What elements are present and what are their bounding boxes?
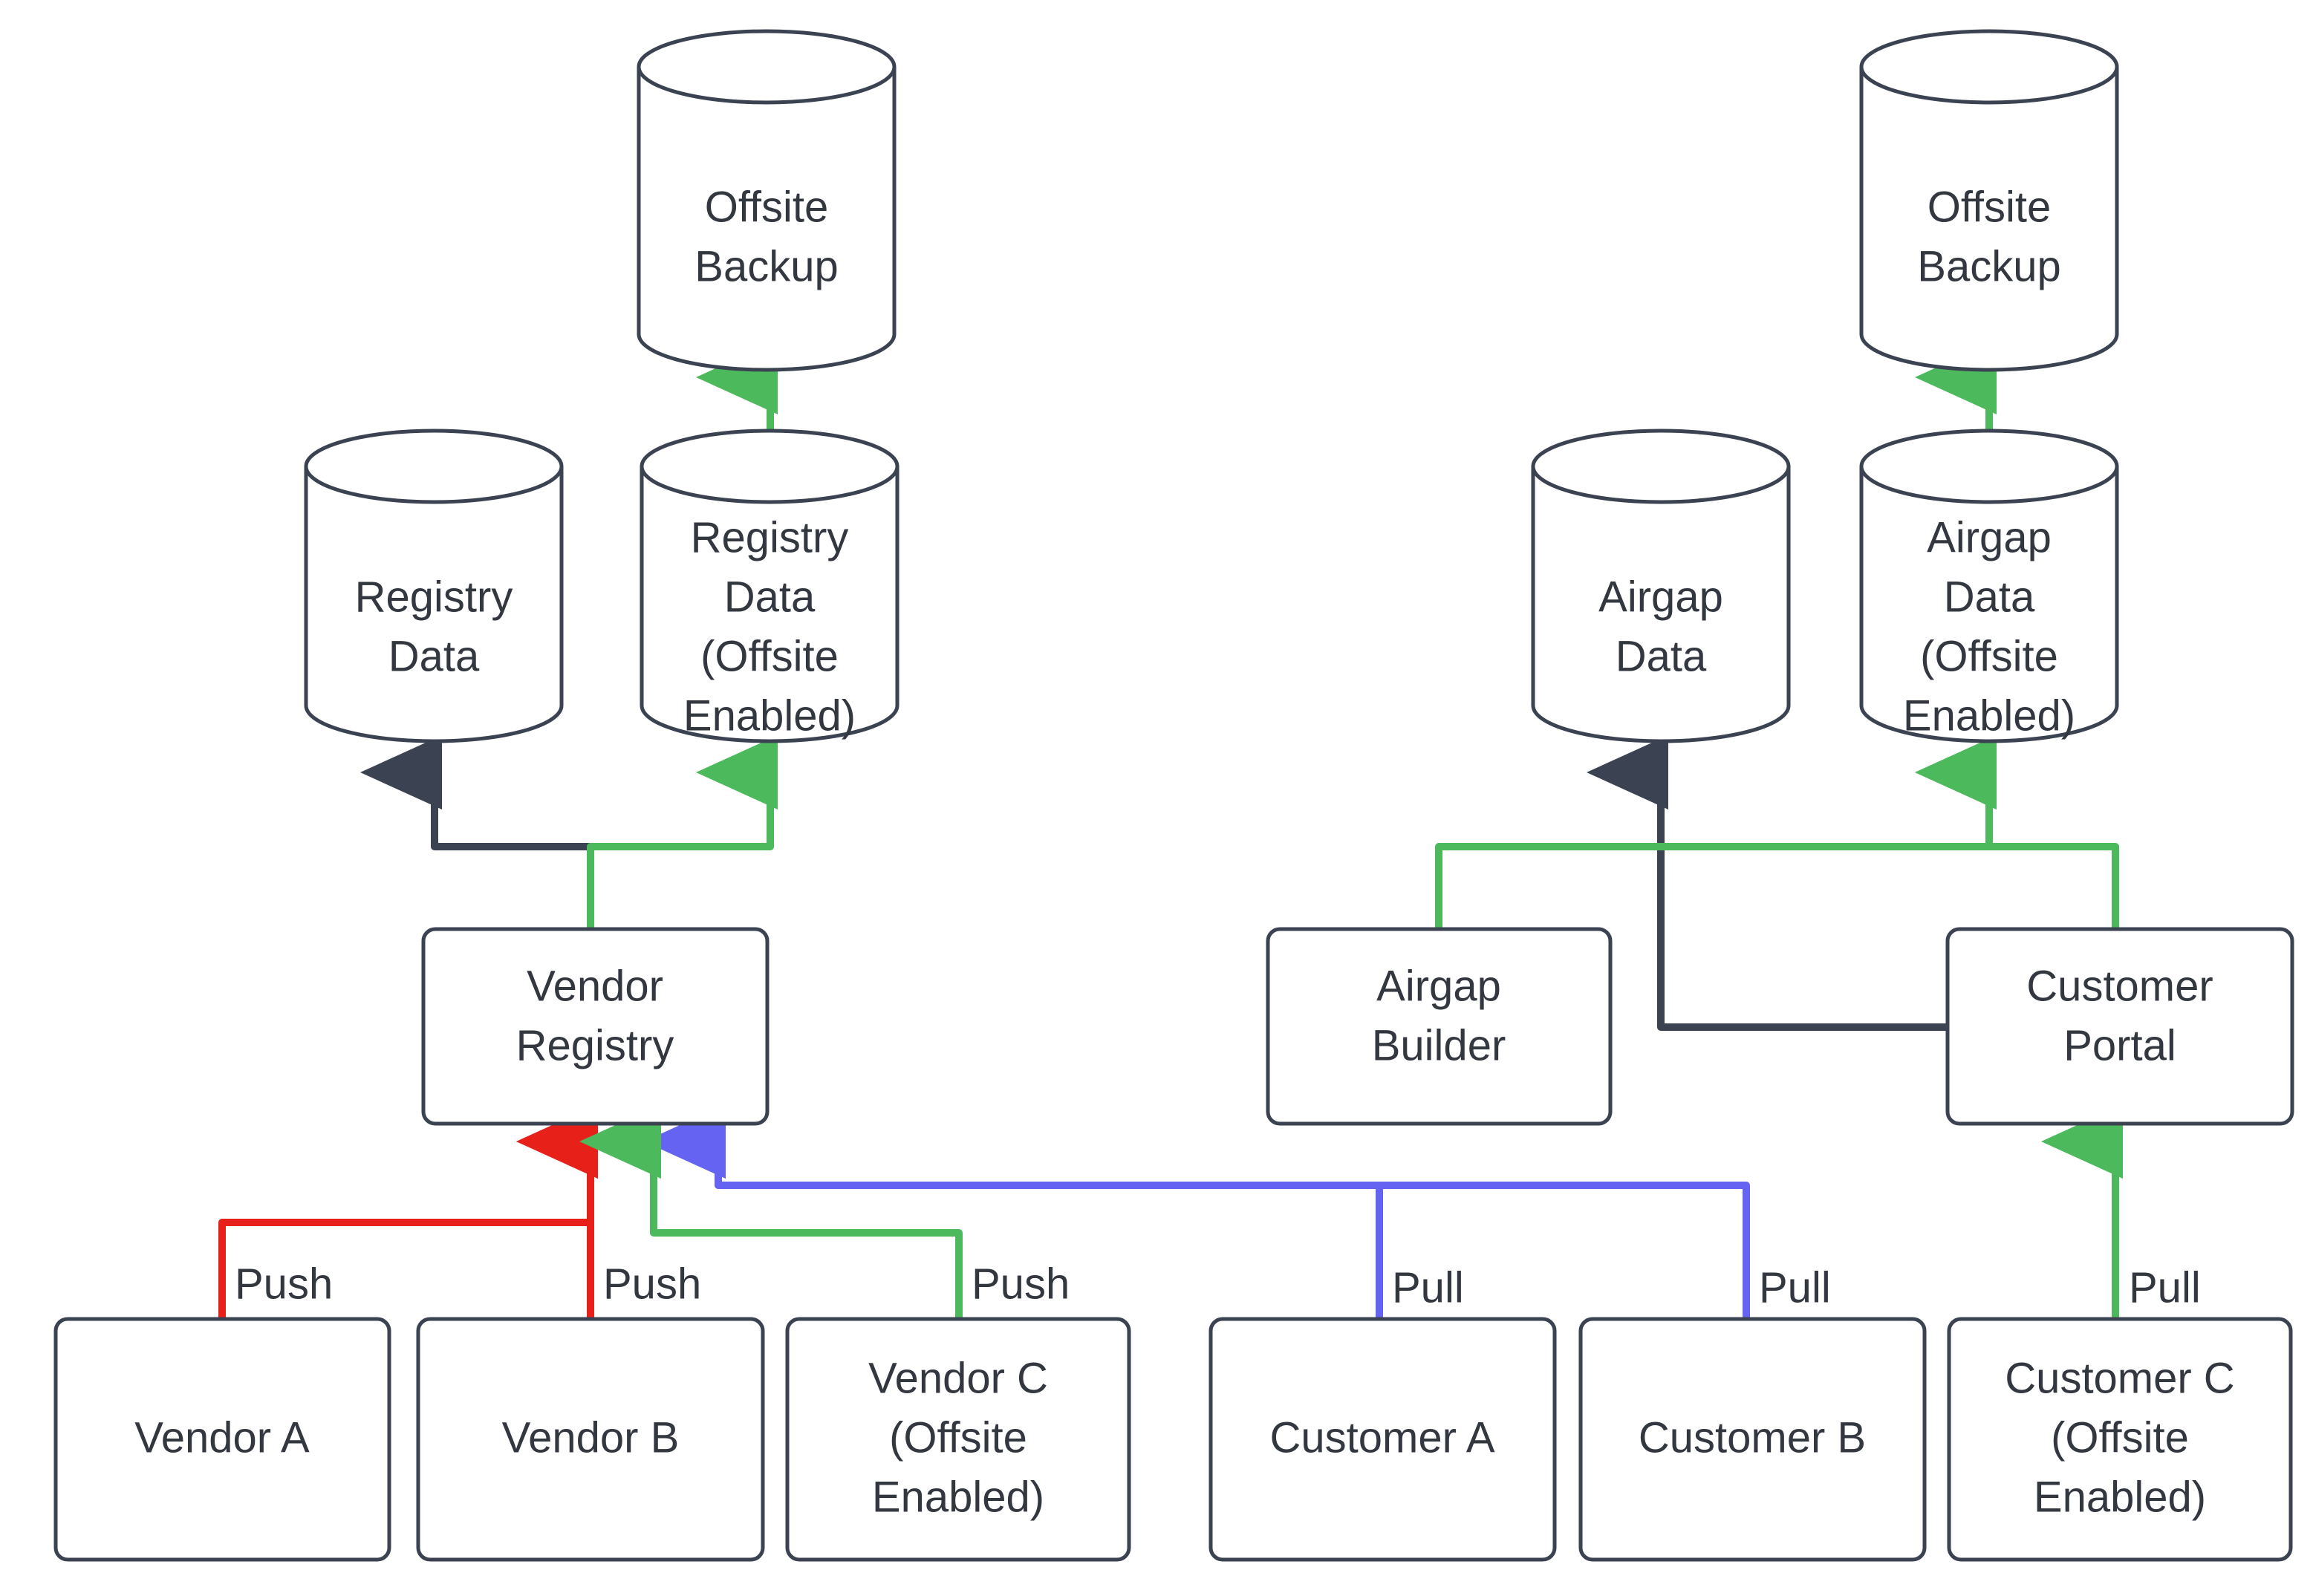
box-shape — [1578, 1317, 1927, 1562]
cylinder-body — [1859, 67, 2119, 372]
edge-customer-b-to-vendor-registry — [644, 1104, 1750, 1318]
node-customer-a[interactable]: Customer A — [1208, 1317, 1557, 1562]
node-label-line4: Enabled) — [683, 691, 856, 740]
node-label-line2: Data — [1616, 632, 1707, 680]
edge-label-pull-customer-a: Pull — [1392, 1263, 1464, 1312]
cylinder-body — [1859, 466, 2119, 743]
node-label-line1: Airgap — [1927, 513, 2052, 561]
cylinder-top — [1859, 29, 2119, 105]
node-label-line3: Enabled) — [872, 1473, 1044, 1521]
node-vendor-b[interactable]: Vendor B — [416, 1317, 765, 1562]
edge-vendor-registry-to-registry-data-offsite — [587, 735, 778, 928]
cylinder-body — [304, 466, 564, 743]
edge-customer-portal-to-airgap-data — [1587, 735, 1948, 1031]
node-label-line3: Enabled) — [2034, 1473, 2206, 1521]
node-label-line3: (Offsite — [700, 632, 839, 680]
node-label-line2: Backup — [694, 242, 838, 290]
node-label: Customer B — [1639, 1413, 1866, 1462]
cylinder-top — [637, 29, 897, 105]
node-label-line2: (Offsite — [2051, 1413, 2189, 1462]
node-label-line1: Registry — [691, 513, 849, 561]
node-registry-data[interactable]: Registry Data — [304, 429, 564, 743]
node-label-line2: (Offsite — [889, 1413, 1027, 1462]
node-airgap-data[interactable]: Airgap Data — [1531, 429, 1791, 743]
node-label-line2: Registry — [516, 1021, 674, 1069]
cylinder-top — [1531, 429, 1791, 504]
box-shape — [785, 1317, 1131, 1562]
node-airgap-builder[interactable]: Airgap Builder — [1266, 927, 1613, 1126]
edge-label-pull-customer-c: Pull — [2129, 1263, 2201, 1312]
node-label-line2: Data — [388, 632, 480, 680]
node-label-line1: Airgap — [1598, 573, 1723, 621]
node-customer-portal[interactable]: Customer Portal — [1945, 927, 2294, 1126]
cylinder-top — [1859, 429, 2119, 504]
node-label: Customer A — [1270, 1413, 1495, 1462]
box-shape — [421, 927, 770, 1126]
node-vendor-a[interactable]: Vendor A — [53, 1317, 391, 1562]
cylinder-body — [1531, 466, 1791, 743]
node-customer-c[interactable]: Customer C (Offsite Enabled) — [1947, 1317, 2293, 1562]
box-shape — [1208, 1317, 1557, 1562]
edge-label-push-vendor-b: Push — [603, 1260, 701, 1308]
cylinder-top — [640, 429, 900, 504]
node-label-line4: Enabled) — [1903, 691, 2075, 740]
node-vendor-registry[interactable]: Vendor Registry — [421, 927, 770, 1126]
node-registry-data-offsite[interactable]: Registry Data (Offsite Enabled) — [640, 429, 900, 743]
node-label: Vendor B — [502, 1413, 680, 1462]
node-airgap-data-offsite[interactable]: Airgap Data (Offsite Enabled) — [1859, 429, 2119, 743]
node-vendor-c[interactable]: Vendor C (Offsite Enabled) — [785, 1317, 1131, 1562]
node-label-line3: (Offsite — [1920, 632, 2058, 680]
cylinder-body — [640, 466, 900, 743]
node-label-line1: Customer C — [2005, 1354, 2234, 1402]
node-label-line2: Portal — [2063, 1021, 2176, 1069]
edge-label-pull-customer-b: Pull — [1759, 1263, 1831, 1312]
box-shape — [1945, 927, 2294, 1126]
node-label-line2: Data — [724, 573, 816, 621]
edge-airgap-builder-to-airgap-data-offsite — [1435, 735, 1997, 928]
node-label-line1: Vendor — [527, 962, 663, 1010]
node-label-line2: Data — [1944, 573, 2035, 621]
node-label-line2: Backup — [1917, 242, 2060, 290]
box-shape — [1947, 1317, 2293, 1562]
box-shape — [416, 1317, 765, 1562]
cylinder-body — [637, 67, 897, 372]
node-label-line1: Vendor C — [868, 1354, 1048, 1402]
edge-vendor-c-to-vendor-registry — [579, 1104, 963, 1318]
cylinder-top — [304, 429, 564, 504]
edge-label-push-vendor-c: Push — [972, 1260, 1070, 1308]
edge-customer-portal-to-airgap-data-offsite — [1915, 735, 2119, 928]
edge-vendor-registry-to-registry-data — [360, 735, 594, 928]
node-customer-b[interactable]: Customer B — [1578, 1317, 1927, 1562]
node-label-line1: Registry — [355, 573, 513, 621]
node-label-line2: Builder — [1372, 1021, 1506, 1069]
node-offsite-backup-right[interactable]: Offsite Backup — [1859, 29, 2119, 372]
node-label-line1: Offsite — [705, 183, 829, 231]
box-shape — [1266, 927, 1613, 1126]
edge-label-push-vendor-a: Push — [235, 1260, 333, 1308]
node-label: Vendor A — [134, 1413, 310, 1462]
node-label-line1: Customer — [2026, 962, 2213, 1010]
node-label-line1: Offsite — [1928, 183, 2052, 231]
node-label-line1: Airgap — [1376, 962, 1501, 1010]
box-shape — [53, 1317, 391, 1562]
node-offsite-backup-left[interactable]: Offsite Backup — [637, 29, 897, 372]
